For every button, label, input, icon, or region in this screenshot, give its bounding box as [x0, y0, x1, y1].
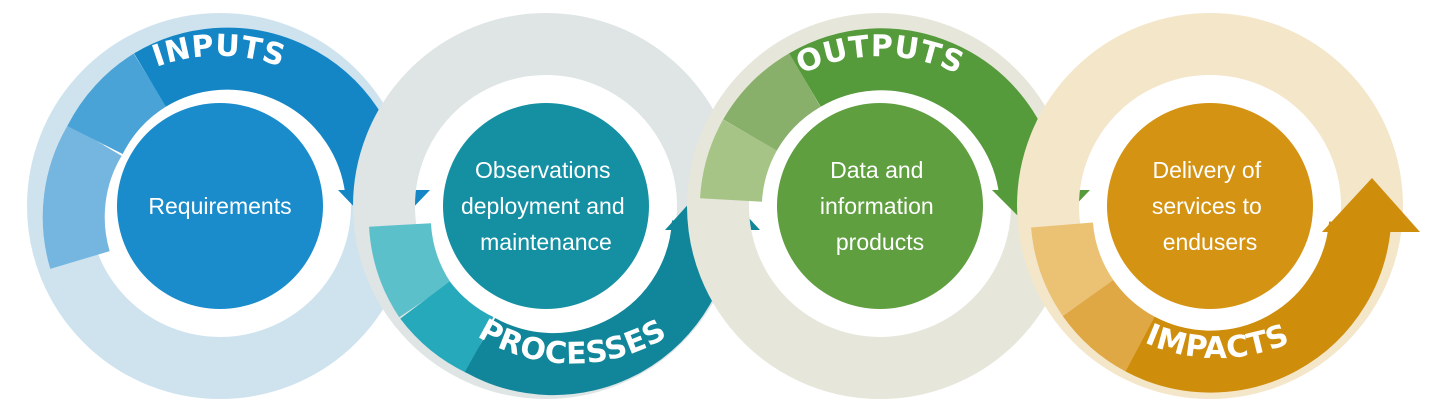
- outputs-inner-line-1: Data and: [830, 157, 923, 183]
- inputs-ring-mid2: [67, 53, 168, 155]
- impacts-inner-line-1: Delivery of: [1152, 157, 1261, 183]
- impacts-inner-line-3: endusers: [1163, 229, 1258, 255]
- outputs-ring-mid: [700, 119, 778, 203]
- impacts-inner-text: Delivery of services to endusers: [1152, 157, 1268, 255]
- outputs-ring-arc: [789, 28, 1061, 197]
- outputs-ring-mid2: [723, 53, 822, 152]
- inputs-inner-circle: [117, 103, 323, 309]
- outputs-inner-text: Data and information products: [820, 157, 940, 255]
- inputs-ring-mid: [42, 124, 123, 269]
- outputs-inner-line-2: information: [820, 193, 934, 219]
- impacts-inner-line-2: services to: [1152, 193, 1262, 219]
- impacts-arrowhead: [1322, 178, 1420, 232]
- processes-inner-circle: [443, 103, 649, 309]
- inputs-inner-text: Requirements: [148, 193, 291, 219]
- impacts-inner-circle: [1107, 103, 1313, 309]
- processes-inner-line-3: maintenance: [480, 229, 612, 255]
- impacts-ring-mid2: [1062, 279, 1156, 372]
- processes-inner-line-1: Observations: [475, 157, 611, 183]
- processes-ring-arc: [464, 219, 734, 396]
- impacts-stage: IMPACTS Delivery of services to endusers: [1017, 13, 1420, 399]
- inputs-inner-line-1: Requirements: [148, 193, 291, 219]
- processes-inner-text: Observations deployment and maintenance: [461, 157, 631, 255]
- outputs-inner-line-3: products: [836, 229, 924, 255]
- processes-ring-mid2: [400, 280, 495, 373]
- processes-ring-mid: [369, 222, 452, 318]
- impacts-ring-arc: [1125, 220, 1391, 393]
- impacts-ring-mid: [1031, 221, 1115, 316]
- processes-inner-line-2: deployment and: [461, 193, 625, 219]
- outputs-inner-circle: [777, 103, 983, 309]
